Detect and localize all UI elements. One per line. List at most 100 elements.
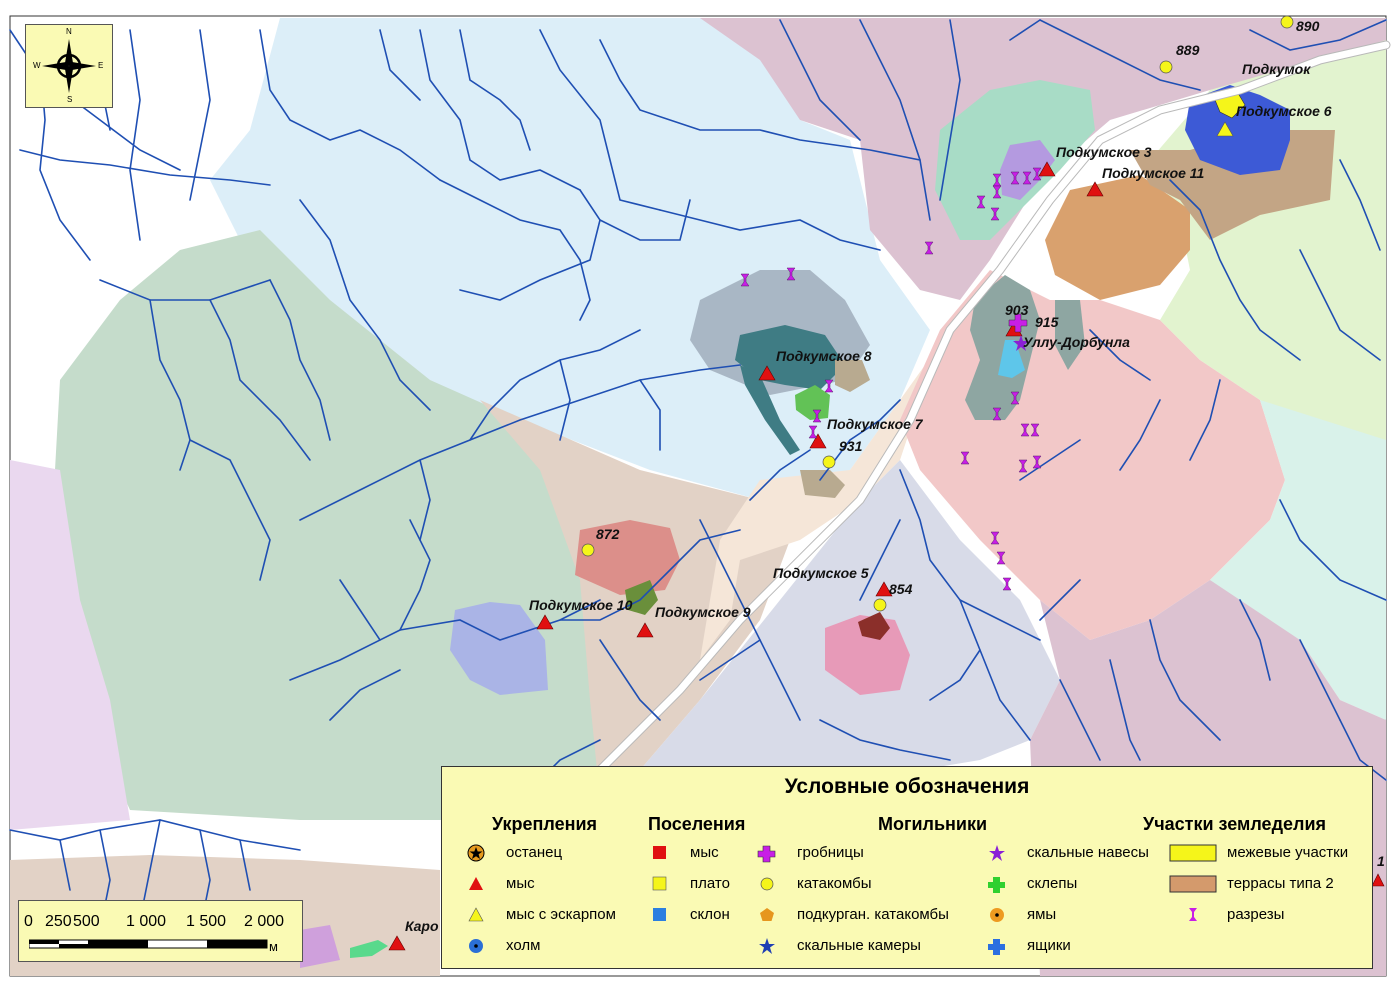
legend-label: катакомбы (797, 875, 872, 892)
legend-label: ящики (1027, 937, 1071, 954)
zone-podkumskoe-11 (1045, 175, 1190, 300)
legend-label: скальные навесы (1027, 844, 1149, 861)
section-marker-icon (1189, 908, 1197, 921)
legend-label: мыс (506, 875, 535, 892)
scale-bar: 0 250 500 1 000 1 500 2 000 м (18, 900, 303, 962)
catacomb-marker (581, 543, 595, 557)
label-podkumskoe-5: Подкумское 5 (773, 565, 869, 581)
legend-head-fields: Участки земледелия (1143, 814, 1327, 834)
label-podkumskoe-11: Подкумское 11 (1102, 165, 1205, 181)
triangle-marker (758, 365, 776, 381)
red-triangle-icon (469, 877, 483, 890)
green-plus-icon (988, 877, 1005, 893)
triangle-marker (536, 614, 554, 630)
legend-label: мыс (690, 844, 719, 861)
triangle-marker (1086, 181, 1104, 197)
catacomb-marker (1159, 60, 1173, 74)
rock-shelter-marker (1013, 335, 1029, 351)
river-network (9, 19, 1387, 931)
triangle-marker (875, 581, 893, 597)
zone-red-872 (575, 520, 680, 595)
zone-karo-violet (300, 925, 340, 968)
blue-dot-circle-icon (469, 939, 483, 953)
legend-panel: Условные обозначения Укрепления Поселени… (441, 766, 1373, 969)
label-915: 915 (1035, 314, 1059, 330)
section-marker (924, 241, 934, 255)
zone-podkumskoe-5-core (858, 612, 890, 640)
section-marker (976, 195, 986, 209)
section-marker (824, 379, 834, 393)
legend-label: разрезы (1227, 906, 1285, 923)
road (595, 40, 1391, 775)
orange-dot-circle-icon (990, 908, 1004, 922)
section-marker (1018, 459, 1028, 473)
label-podkumskoe-7: Подкумское 7 (827, 416, 924, 432)
scale-tick-0: 0 (24, 913, 33, 930)
north-arrow: N S W E (25, 24, 113, 108)
section-marker (996, 551, 1006, 565)
catacomb-marker (1280, 15, 1294, 29)
label-karo: Каро (405, 918, 439, 934)
orange-pentagon-icon (760, 908, 774, 921)
legend-label: гробницы (797, 844, 864, 861)
label-889: 889 (1176, 42, 1200, 58)
legend-label: холм (506, 937, 541, 954)
label-ullu-dorbunla: Уллу-Дорбунла (1023, 334, 1130, 350)
zone-ullu-dorbunla-east (1055, 300, 1085, 370)
zone-tan-8 (835, 360, 870, 392)
legend-label: ямы (1027, 906, 1057, 923)
zone-ullu-dorbunla-water (998, 340, 1025, 378)
west-letter: W (33, 61, 41, 70)
section-marker (740, 273, 750, 287)
label-edge-1: 1 (1377, 853, 1385, 869)
label-854: 854 (889, 581, 913, 597)
section-marker (812, 409, 822, 423)
label-podkumskoe-3: Подкумское 3 (1056, 144, 1152, 160)
label-podkumskoe-10: Подкумское 10 (529, 597, 633, 613)
label-903: 903 (1005, 302, 1029, 318)
section-marker (1020, 423, 1030, 437)
triangle-marker (1038, 161, 1056, 177)
scale-unit: м (269, 939, 278, 954)
legend-label: скальные камеры (797, 937, 921, 954)
label-931: 931 (839, 438, 863, 454)
section-marker (1022, 171, 1032, 185)
blue-square-icon (653, 908, 666, 921)
section-marker (990, 531, 1000, 545)
triangle-marker (636, 622, 654, 638)
legend-label: останец (506, 844, 563, 861)
legend-head-settlements: Поселения (648, 814, 746, 834)
legend-label: плато (690, 875, 730, 892)
section-marker (1010, 391, 1020, 405)
yellow-square-icon (652, 876, 667, 891)
tomb-marker (1008, 313, 1028, 333)
zone-podkumskoe-5 (825, 615, 910, 695)
point-markers (388, 15, 1385, 951)
scale-tick-500: 500 (73, 913, 100, 930)
legend-label: мыс с эскарпом (506, 906, 616, 923)
map-labels: Подкумок Подкумское 6 Подкумское 3 Подку… (405, 18, 1385, 934)
east-letter: E (98, 61, 104, 70)
triangle-marker (388, 935, 406, 951)
zone-karo (350, 940, 388, 958)
blue-plus-icon (988, 939, 1005, 955)
scale-tick-1000: 1 000 (126, 913, 167, 930)
section-marker (960, 451, 970, 465)
label-podkumskoe-6: Подкумское 6 (1236, 103, 1332, 119)
area-violet-west (10, 460, 130, 830)
label-872: 872 (596, 526, 620, 542)
area-mint-east (1210, 400, 1386, 720)
zone-podkumskoe-7 (795, 385, 830, 420)
section-marker (1002, 577, 1012, 591)
legend-head-fortifications: Укрепления (492, 814, 598, 834)
area-lavender-south (640, 460, 1060, 770)
section-marker (1032, 167, 1042, 181)
yellow-triangle-icon (468, 907, 484, 922)
compass-rose-icon (42, 39, 96, 93)
scale-bar-graphic (29, 939, 268, 949)
catacomb-marker (822, 455, 836, 469)
section-marker (990, 207, 1000, 221)
section-marker (786, 267, 796, 281)
north-letter: N (66, 27, 72, 36)
